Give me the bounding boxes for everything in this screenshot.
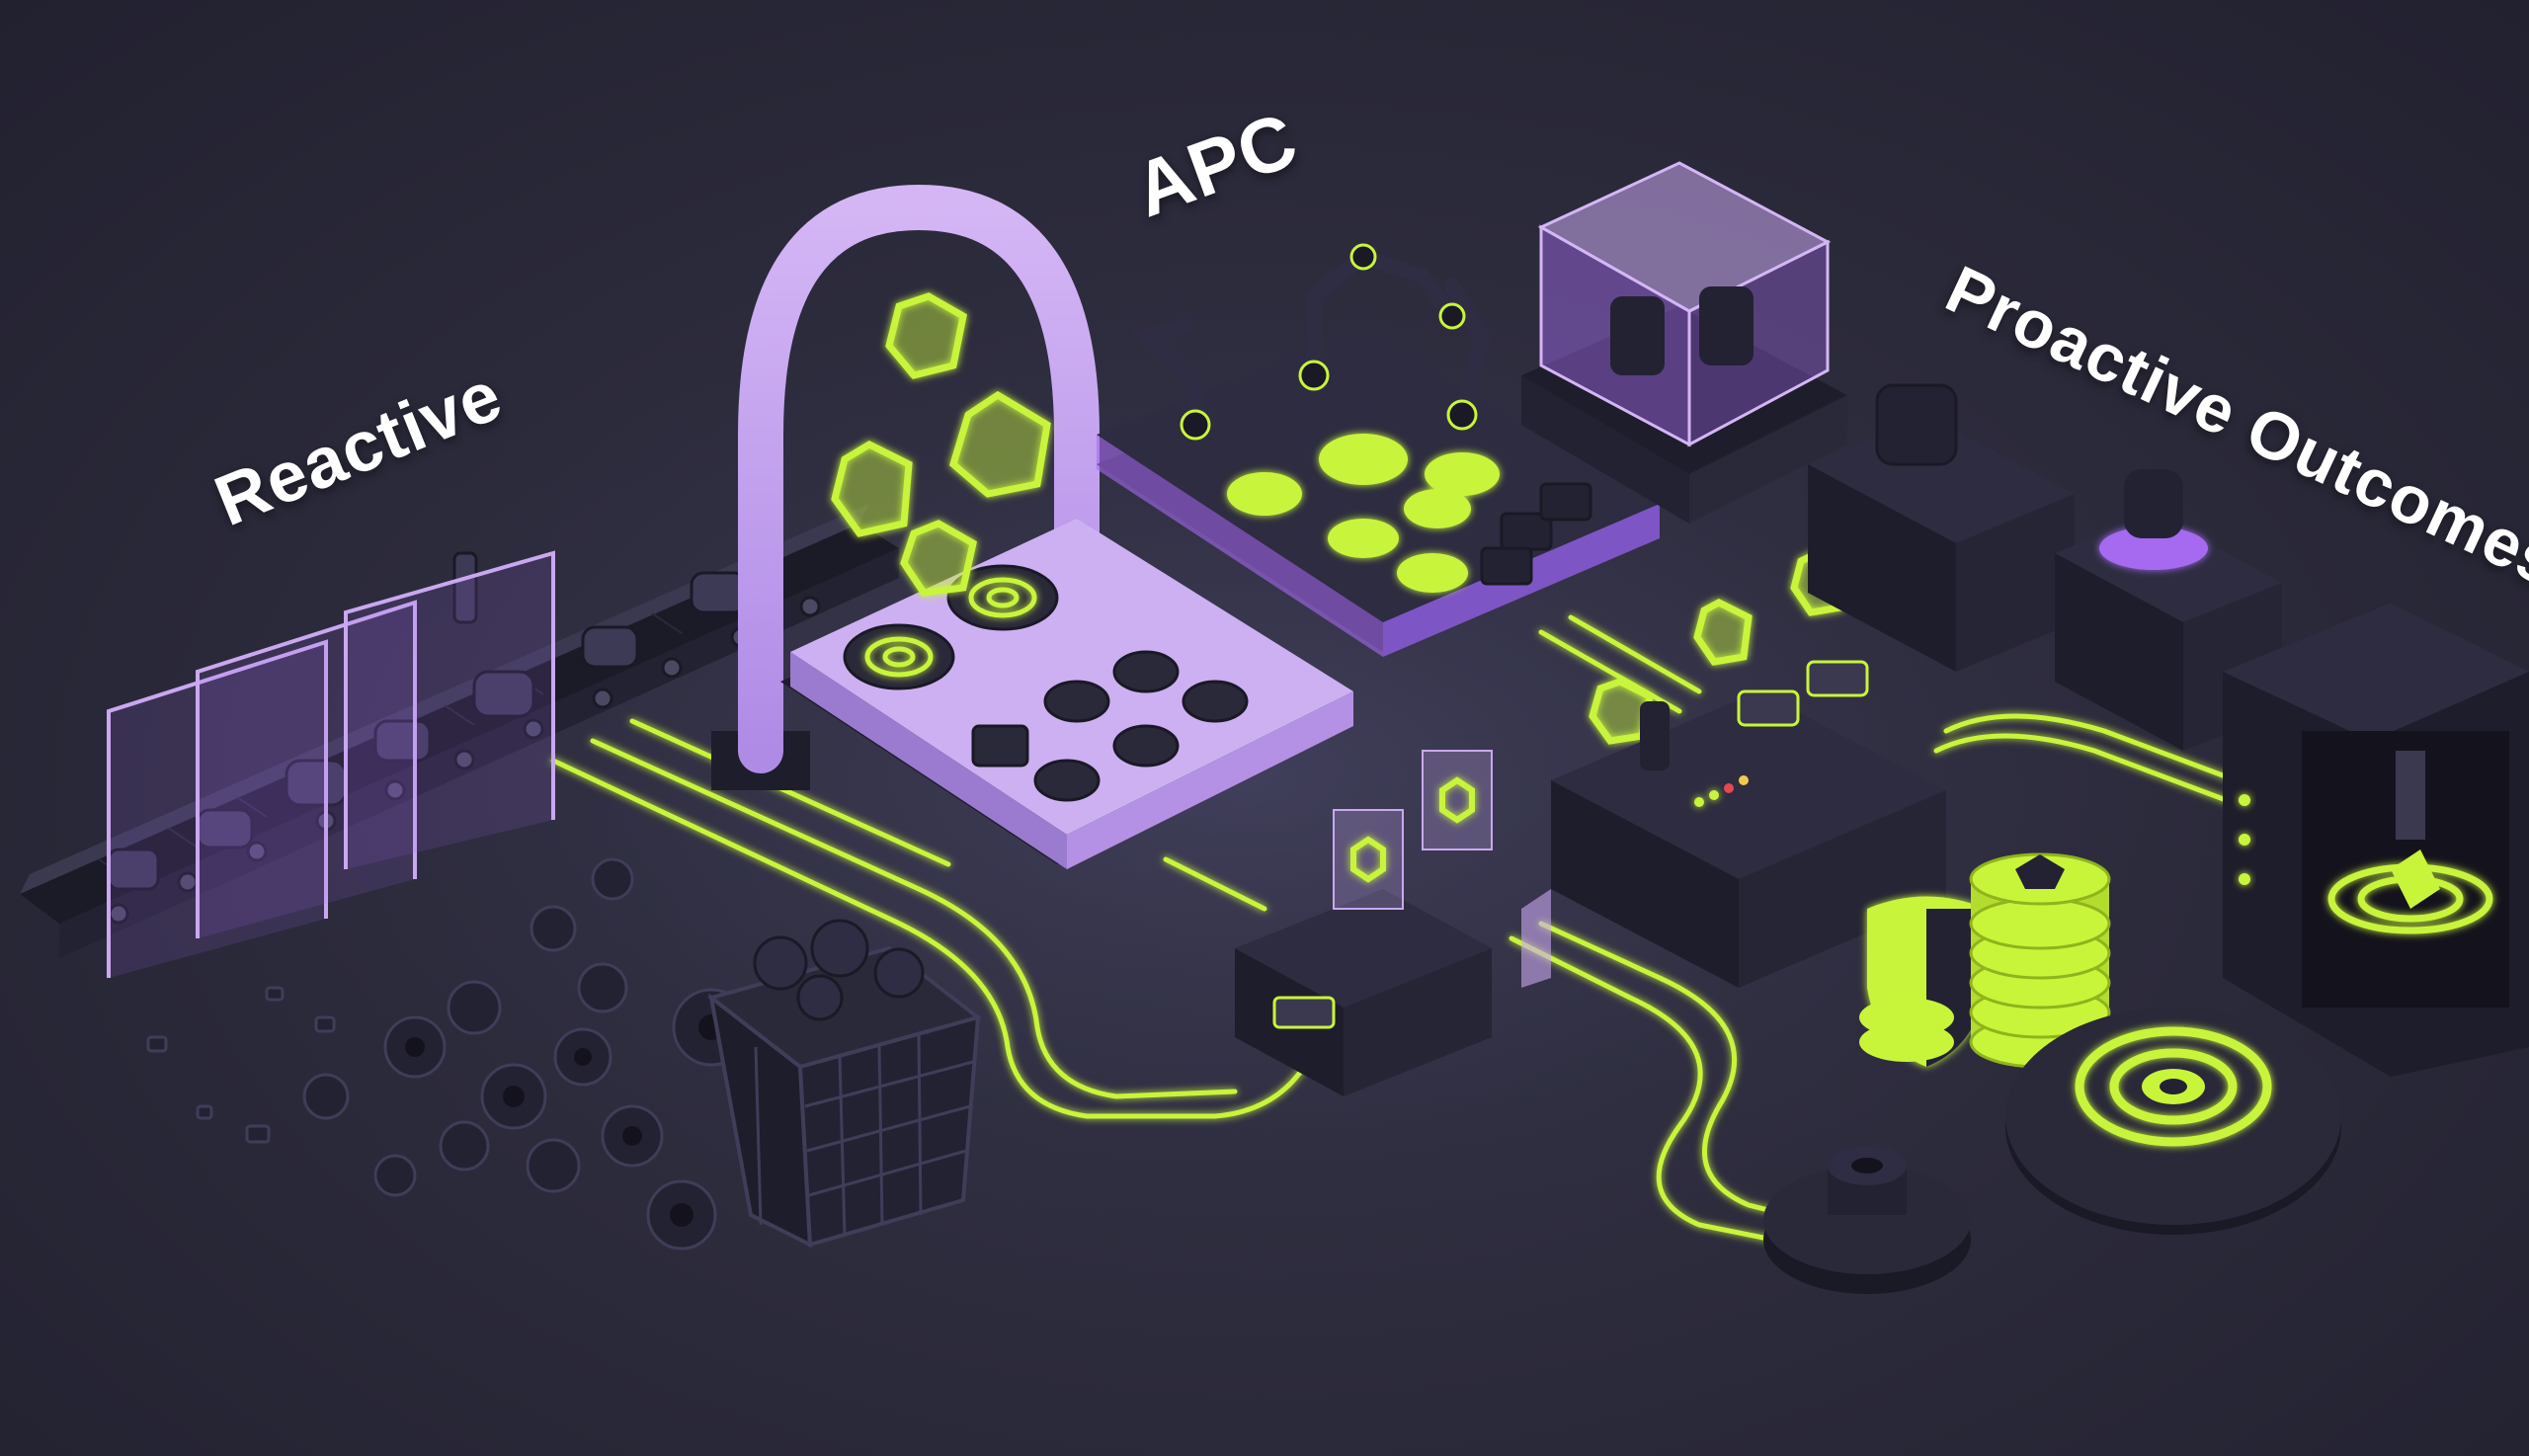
target-disc: [2005, 1008, 2341, 1235]
platform-lime-pads: [1227, 434, 1500, 593]
control-machine: [1521, 660, 1946, 988]
coin-stack: [1969, 852, 2111, 1069]
table-pads: [843, 564, 1249, 802]
glass-cube: [1521, 161, 1847, 524]
inspection-gates: [107, 550, 555, 978]
conveyor-rollers: [108, 596, 821, 925]
scrap-parts-pile: [146, 857, 751, 1251]
lime-wires: [550, 614, 2265, 1248]
dark-pedestals: [1808, 383, 2282, 751]
lavender-table: [780, 519, 1353, 869]
robot-platform: [1097, 326, 1660, 657]
hub-disc: [1763, 1146, 1971, 1294]
printer: [1235, 750, 1493, 1096]
wire-basket: [706, 919, 983, 1249]
hexagon-markers: [831, 292, 1851, 745]
arch-gate: [711, 184, 1100, 790]
3d-printer: [2223, 603, 2529, 1077]
